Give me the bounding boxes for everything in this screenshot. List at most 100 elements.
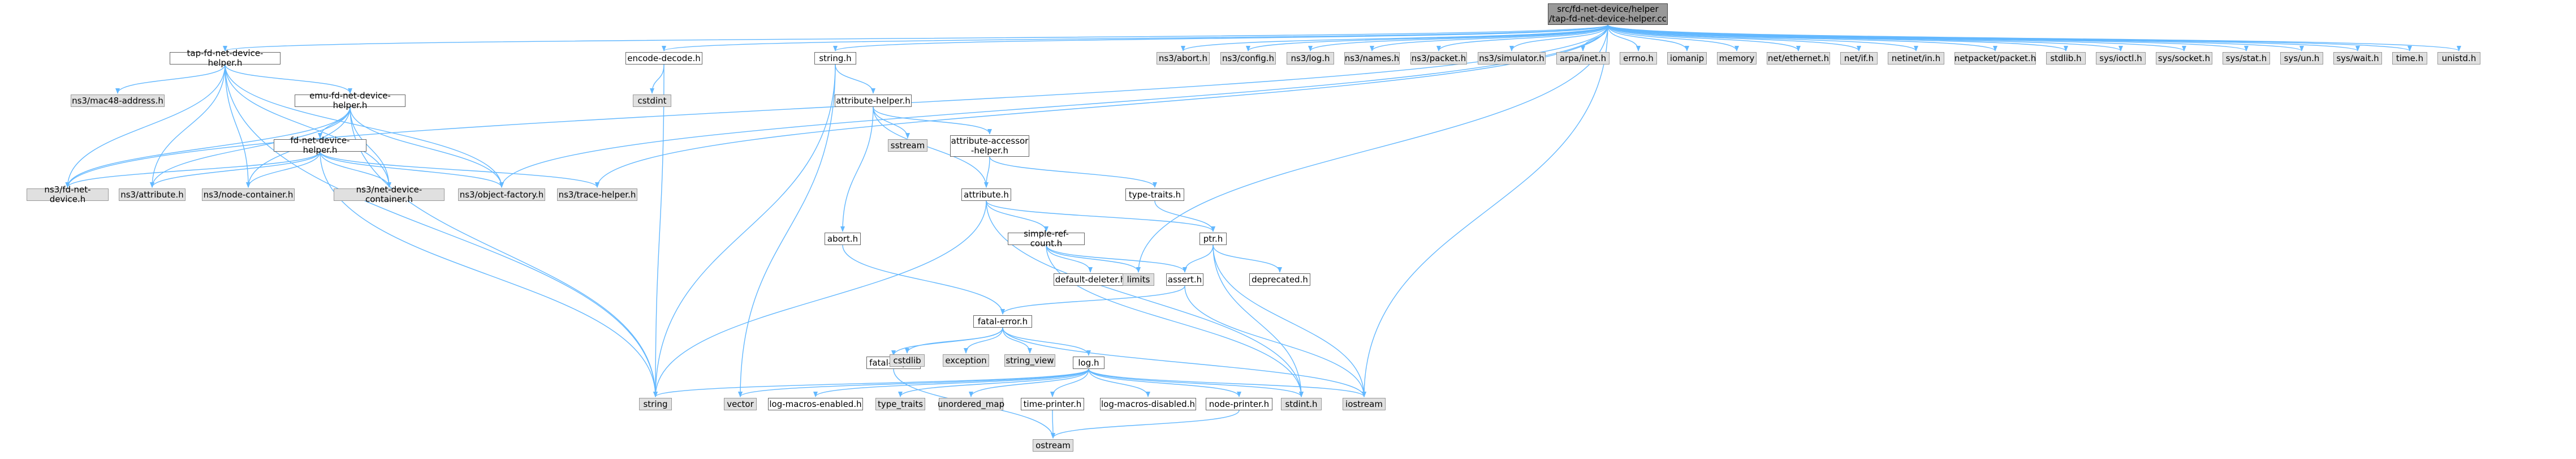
- edge-root-to-time_h: [1607, 24, 2412, 52]
- node-ns3-simulator-h[interactable]: ns3/simulator.h: [1478, 52, 1546, 65]
- node-ns3-mac48-address-h[interactable]: ns3/mac48-address.h: [71, 95, 165, 107]
- node-node-printer-h[interactable]: node-printer.h: [1206, 398, 1272, 410]
- node-ns3-names-h[interactable]: ns3/names.h: [1344, 52, 1400, 65]
- node-ns3-fd-net-device-h[interactable]: ns3/fd-net-device.h: [27, 185, 109, 204]
- node-cstdlib[interactable]: cstdlib: [890, 354, 925, 367]
- edge-root-to-net_if: [1607, 24, 1861, 52]
- node-fd-net-device-helper-h[interactable]: fd-net-device-helper.h: [274, 136, 366, 155]
- edge-fatal_error-to-log_h: [1002, 327, 1091, 356]
- edge-attribute_helper-to-sstream: [873, 106, 910, 139]
- node-string[interactable]: string: [639, 398, 672, 410]
- node-cstdint[interactable]: cstdint: [633, 95, 671, 107]
- node-ns3-net-device-container-h[interactable]: ns3/net-device-container.h: [334, 185, 445, 204]
- node-net-ethernet-h[interactable]: net/ethernet.h: [1767, 52, 1830, 65]
- edge-emu_fd_net_device_helper-to-string: [349, 106, 658, 397]
- node-vector[interactable]: vector: [724, 398, 757, 410]
- node-log-macros-enabled-h[interactable]: log-macros-enabled.h: [768, 398, 863, 410]
- node-log-h[interactable]: log.h: [1073, 357, 1104, 369]
- node-ns3-packet-h[interactable]: ns3/packet.h: [1410, 52, 1467, 65]
- edge-log_h-to-unordered_map: [969, 368, 1089, 397]
- node-attribute-accessor-helper-h[interactable]: attribute-accessor -helper.h: [950, 135, 1029, 157]
- edge-tap_fd_net_device_helper-to-ns3_mac48_address: [115, 64, 226, 94]
- node-encode-decode-h[interactable]: encode-decode.h: [625, 52, 702, 65]
- node-ns3-node-container-h[interactable]: ns3/node-container.h: [202, 188, 295, 201]
- node-exception[interactable]: exception: [943, 354, 989, 367]
- edge-root-to-ns3_trace_helper: [595, 24, 1608, 188]
- node-default-deleter-h[interactable]: default-deleter.h: [1054, 273, 1127, 286]
- node-simple-ref-count-h[interactable]: simple-ref-count.h: [1008, 229, 1085, 248]
- node-unordered-map[interactable]: unordered_map: [938, 398, 1004, 410]
- edge-root-to-netinet_in: [1607, 24, 1918, 52]
- edge-tap_fd_net_device_helper-to-string: [225, 64, 658, 397]
- node-time-printer-h[interactable]: time-printer.h: [1021, 398, 1084, 410]
- node-iostream[interactable]: iostream: [1343, 398, 1386, 410]
- edge-root-to-string_h: [833, 24, 1608, 52]
- node-iomanip[interactable]: iomanip: [1667, 52, 1707, 65]
- edge-encode_decode-to-cstdint: [650, 64, 665, 94]
- node-ns3-object-factory-h[interactable]: ns3/object-factory.h: [458, 188, 545, 201]
- edge-root-to-sys_wait: [1607, 24, 2360, 52]
- node-sys-socket-h[interactable]: sys/socket.h: [2156, 52, 2212, 65]
- edge-ptr_h-to-stdint_h: [1213, 244, 1304, 397]
- node-string-view[interactable]: string_view: [1004, 354, 1055, 367]
- edge-simple_ref_count-to-limits: [1046, 244, 1141, 273]
- node-memory[interactable]: memory: [1717, 52, 1757, 65]
- node-attribute-helper-h[interactable]: attribute-helper.h: [835, 95, 912, 107]
- edge-log_h-to-string: [653, 368, 1089, 397]
- edge-fatal_error-to-cstdlib: [905, 327, 1003, 354]
- node-deprecated-h[interactable]: deprecated.h: [1249, 273, 1310, 286]
- node-limits[interactable]: limits: [1123, 273, 1154, 286]
- edge-emu_fd_net_device_helper-to-ns3_object_factory: [349, 106, 504, 188]
- node-ns3-trace-helper-h[interactable]: ns3/trace-helper.h: [557, 188, 637, 201]
- node-stdlib-h[interactable]: stdlib.h: [2046, 52, 2086, 65]
- node-net-if-h[interactable]: net/if.h: [1840, 52, 1878, 65]
- node-errno-h[interactable]: errno.h: [1620, 52, 1657, 65]
- node-string-h[interactable]: string.h: [814, 52, 856, 65]
- edge-log_h-to-log_macros_disabled: [1088, 368, 1150, 397]
- node-netinet-in-h[interactable]: netinet/in.h: [1888, 52, 1944, 65]
- node-type-traits-h[interactable]: type-traits.h: [1125, 188, 1184, 201]
- node-sys-ioctl-h[interactable]: sys/ioctl.h: [2096, 52, 2146, 65]
- edge-encode_decode-to-string: [653, 64, 665, 397]
- edge-fd_net_device_helper-to-ns3_trace_helper: [320, 151, 599, 188]
- edge-fatal_error-to-fatal_impl: [891, 327, 1003, 356]
- node-ostream[interactable]: ostream: [1033, 439, 1073, 452]
- node-unistd-h[interactable]: unistd.h: [2437, 52, 2480, 65]
- edge-fd_net_device_helper-to-ns3_object_factory: [320, 151, 504, 188]
- node-sys-stat-h[interactable]: sys/stat.h: [2223, 52, 2270, 65]
- node-time-h[interactable]: time.h: [2392, 52, 2427, 65]
- edge-attribute_h-to-ptr_h: [986, 200, 1215, 232]
- edge-log_h-to-node_printer: [1088, 368, 1241, 397]
- edge-attribute_h-to-string: [653, 200, 987, 397]
- node-tap-fd-net-device-helper-h[interactable]: tap-fd-net-device-helper.h: [170, 49, 281, 68]
- node-ptr-h[interactable]: ptr.h: [1199, 233, 1227, 245]
- edge-fd_net_device_helper-to-ns3_fd_net_device: [65, 151, 321, 188]
- edge-assert_h-to-fatal_error: [1000, 285, 1185, 315]
- node-stdint-h[interactable]: stdint.h: [1281, 398, 1322, 410]
- edge-tap_fd_net_device_helper-to-ns3_fd_net_device: [65, 64, 226, 188]
- node-ns3-abort-h[interactable]: ns3/abort.h: [1157, 52, 1210, 65]
- node-assert-h[interactable]: assert.h: [1166, 273, 1203, 286]
- node-log-macros-disabled-h[interactable]: log-macros-disabled.h: [1100, 398, 1196, 410]
- edge-root-to-netpacket_packet: [1607, 24, 1997, 52]
- node-attribute-h[interactable]: attribute.h: [961, 188, 1011, 201]
- node-sys-wait-h[interactable]: sys/wait.h: [2333, 52, 2382, 65]
- node-fatal-error-h[interactable]: fatal-error.h: [973, 315, 1032, 328]
- node-ns3-log-h[interactable]: ns3/log.h: [1287, 52, 1334, 65]
- node-abort-h[interactable]: abort.h: [825, 233, 861, 245]
- node-type-traits[interactable]: type_traits: [875, 398, 925, 410]
- node-netpacket-packet-h[interactable]: netpacket/packet.h: [1954, 52, 2036, 65]
- node-ns3-config-h[interactable]: ns3/config.h: [1220, 52, 1276, 65]
- edge-log_h-to-iostream: [1088, 368, 1366, 397]
- node-ns3-attribute-h[interactable]: ns3/attribute.h: [119, 188, 185, 201]
- node-arpa-inet-h[interactable]: arpa/inet.h: [1556, 52, 1610, 65]
- node-emu-fd-net-device-helper-h[interactable]: emu-fd-net-device-helper.h: [295, 91, 405, 110]
- node-tap-fd-net-device-helper-cc[interactable]: src/fd-net-device/helper /tap-fd-net-dev…: [1548, 3, 1668, 25]
- node-sstream[interactable]: sstream: [888, 139, 927, 152]
- edge-root-to-sys_stat: [1607, 24, 2249, 52]
- edge-fd_net_device_helper-to-ns3_node_container: [246, 151, 321, 188]
- edge-attribute_h-to-simple_ref_count: [986, 200, 1048, 232]
- node-sys-un-h[interactable]: sys/un.h: [2280, 52, 2323, 65]
- edge-tap_fd_net_device_helper-to-ns3_attribute: [150, 64, 226, 188]
